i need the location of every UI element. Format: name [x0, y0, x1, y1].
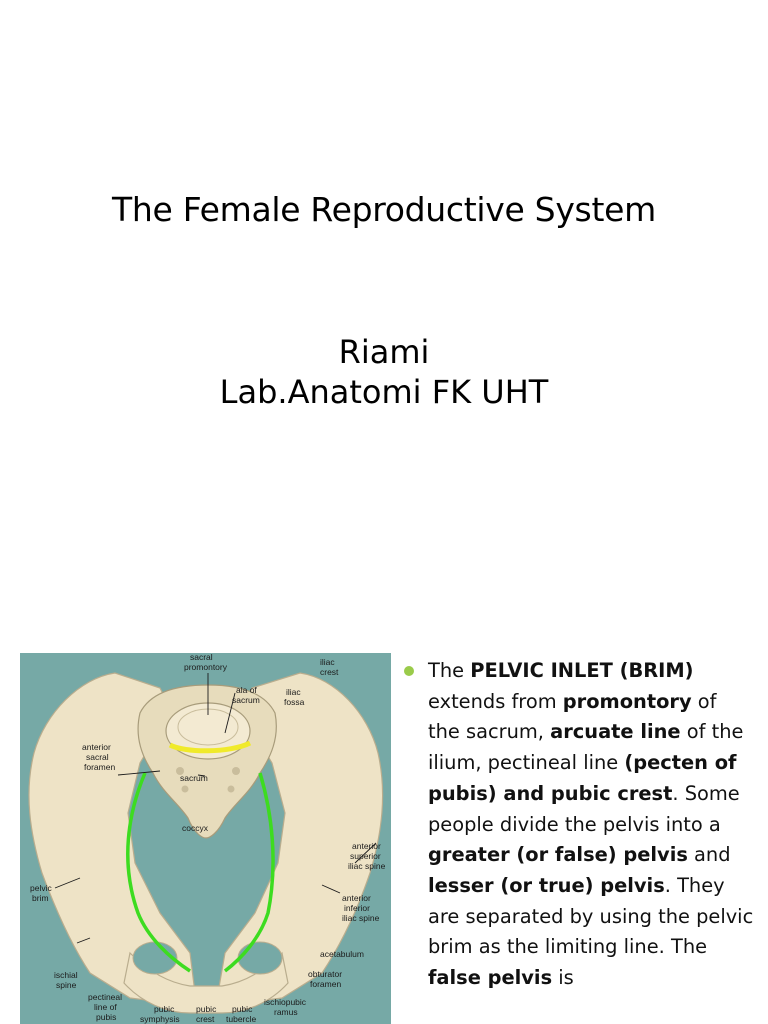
- bullet-segment-bold: greater (or false) pelvis: [428, 843, 688, 867]
- bullet-segment: of the ilium, pectineal line: [428, 720, 744, 775]
- pelvic-brim-left-highlight: [126, 772, 191, 973]
- pelvic-brim-right-highlight: [223, 772, 275, 973]
- bullet-segment: . Some people divide the pelvis into a: [428, 781, 740, 836]
- bullet-segment: extends from: [428, 689, 563, 713]
- bullet-segment: and: [687, 843, 731, 867]
- bullet-segment-bold: lesser (or true) pelvis: [428, 873, 665, 897]
- sacral-ala-highlight: [168, 740, 252, 754]
- bullet-marker: [404, 666, 414, 676]
- slide-subtitle: Riami Lab.Anatomi FK UHT: [0, 332, 768, 412]
- bullet-segment-bold: promontory: [562, 689, 692, 713]
- label-acetabulum: acetabulum: [320, 949, 364, 959]
- bullet-segment: The: [428, 659, 471, 682]
- bullet-segment: is: [552, 966, 574, 990]
- label-coccyx: coccyx: [182, 823, 209, 833]
- bullet-text: The PELVIC INLET (BRIM) extends from pro…: [428, 656, 754, 994]
- right-obturator-foramen: [237, 941, 283, 975]
- author-name: Riami: [338, 333, 430, 371]
- pubic-bones: [123, 951, 289, 1014]
- title-slide: The Female Reproductive System Riami Lab…: [0, 190, 768, 412]
- bullet-segment-bold: (pecten of pubis) and pubic crest: [428, 751, 737, 805]
- bullet-segment-bold: arcuate line: [550, 720, 681, 744]
- author-affiliation: Lab.Anatomi FK UHT: [219, 373, 549, 411]
- pelvic-inlet-bullet: The PELVIC INLET (BRIM) extends from pro…: [404, 656, 754, 994]
- bullet-segment: of the sacrum,: [428, 689, 717, 744]
- bullet-segment: . They are separated by using the pelvic…: [428, 873, 754, 959]
- bullet-segment-bold: false pelvis: [428, 966, 553, 990]
- label-sacrum: sacrum: [180, 773, 208, 783]
- bullet-segment-bold: PELVIC INLET (BRIM): [470, 659, 694, 682]
- slide-title: The Female Reproductive System: [112, 190, 656, 229]
